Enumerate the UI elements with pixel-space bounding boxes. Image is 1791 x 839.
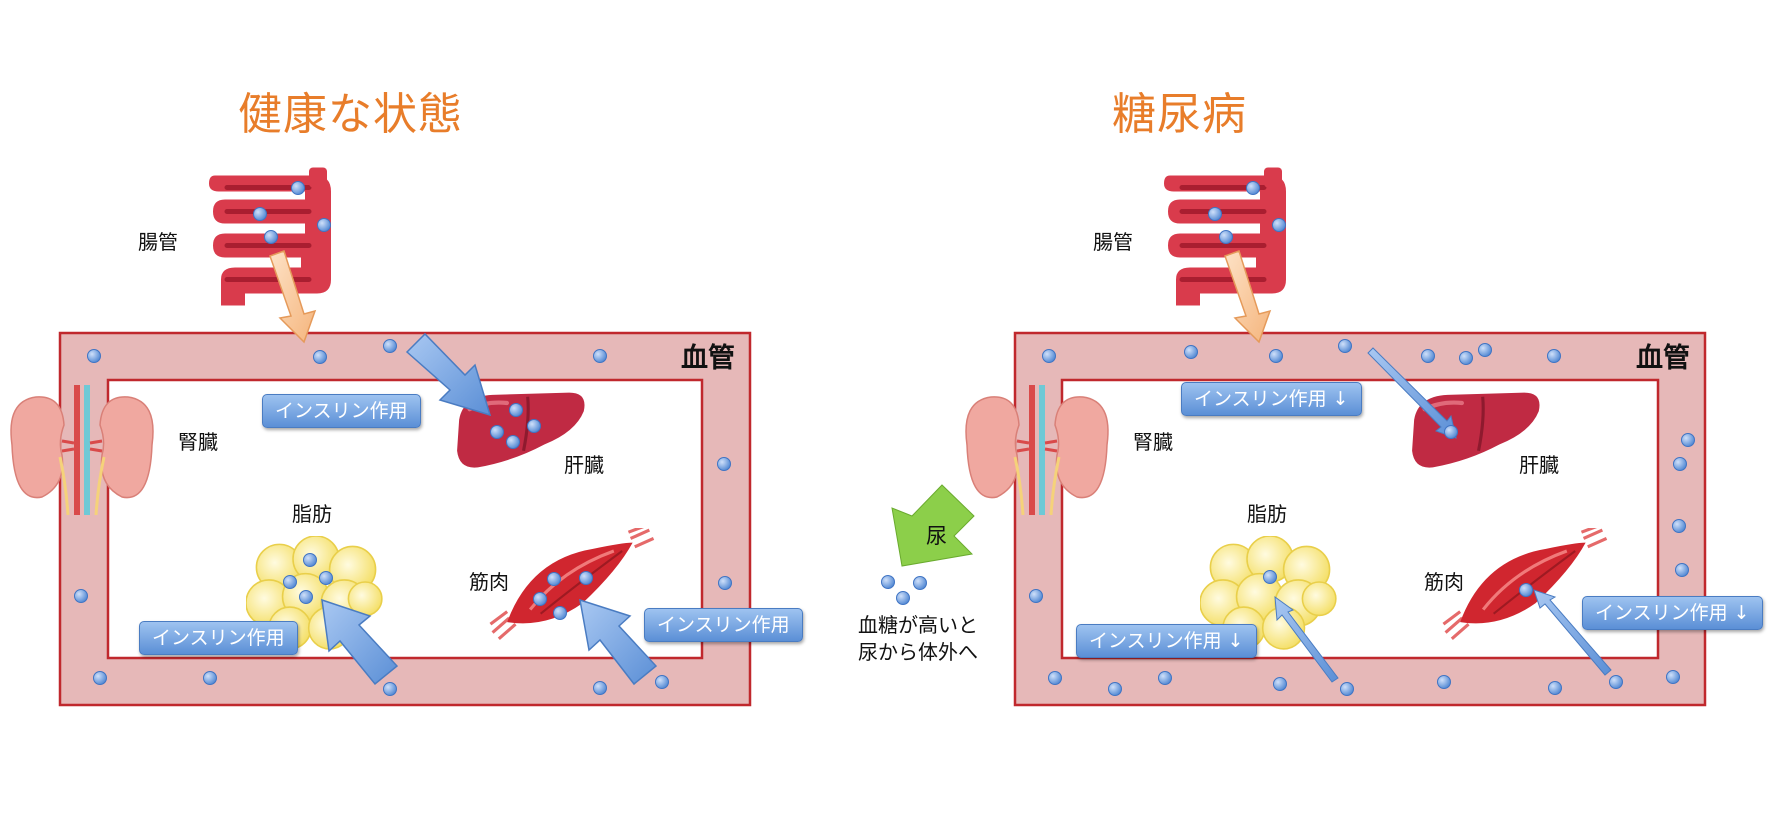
diabetes-muscle-label: 筋肉	[1424, 570, 1464, 594]
healthy-vessel-label: 血管	[681, 343, 735, 374]
diabetes-fat-insulin-label: インスリン作用 ↓	[1076, 624, 1257, 658]
urine-label: 尿	[926, 524, 947, 548]
diabetes-intestine-arrow	[1224, 250, 1272, 344]
diabetes-liver-label: 肝臓	[1519, 453, 1559, 477]
healthy-liver-label: 肝臓	[564, 453, 604, 477]
diabetes-fat-insulin-arrow	[1274, 595, 1339, 683]
diabetes-liver-insulin-label: インスリン作用 ↓	[1181, 382, 1362, 416]
urine-glucose-dot	[896, 591, 910, 605]
healthy-intestine-arrow	[269, 250, 317, 344]
diabetes-title: 糖尿病	[1112, 89, 1247, 140]
healthy-vessel	[58, 331, 752, 707]
urine-glucose-dot	[881, 575, 895, 589]
healthy-muscle-insulin-arrow	[579, 598, 658, 686]
diabetes-panel	[964, 168, 1707, 707]
healthy-title: 健康な状態	[238, 89, 463, 140]
healthy-fat-label: 脂肪	[292, 502, 332, 526]
healthy-liver-insulin-arrow	[405, 332, 492, 417]
healthy-kidney-label: 腎臓	[178, 430, 218, 454]
urine-caption-line1: 血糖が高いと	[858, 613, 978, 637]
healthy-muscle-image	[488, 528, 656, 641]
healthy-muscle-label: 筋肉	[469, 570, 509, 594]
diabetes-intestine-label: 腸管	[1093, 230, 1133, 254]
urine-arrow	[891, 484, 975, 567]
urine-glucose-dot	[913, 576, 927, 590]
healthy-muscle-insulin-label: インスリン作用	[644, 608, 803, 642]
urine-caption: 血糖が高いと 尿から体外へ	[858, 612, 978, 666]
diabetes-vessel	[1013, 331, 1707, 707]
diabetes-fat-label: 脂肪	[1247, 502, 1287, 526]
urine-group	[881, 484, 975, 605]
healthy-liver-insulin-label: インスリン作用	[262, 394, 421, 428]
healthy-fat-insulin-arrow	[321, 598, 399, 686]
healthy-panel	[9, 168, 752, 707]
diabetes-kidney-label: 腎臓	[1133, 430, 1173, 454]
healthy-intestine-label: 腸管	[138, 230, 178, 254]
diabetes-vessel-label: 血管	[1636, 343, 1690, 374]
urine-caption-line2: 尿から体外へ	[858, 640, 978, 664]
healthy-fat-insulin-label: インスリン作用	[139, 621, 298, 655]
diabetes-muscle-insulin-label: インスリン作用 ↓	[1582, 596, 1763, 630]
diabetes-muscle-insulin-arrow	[1533, 589, 1612, 676]
